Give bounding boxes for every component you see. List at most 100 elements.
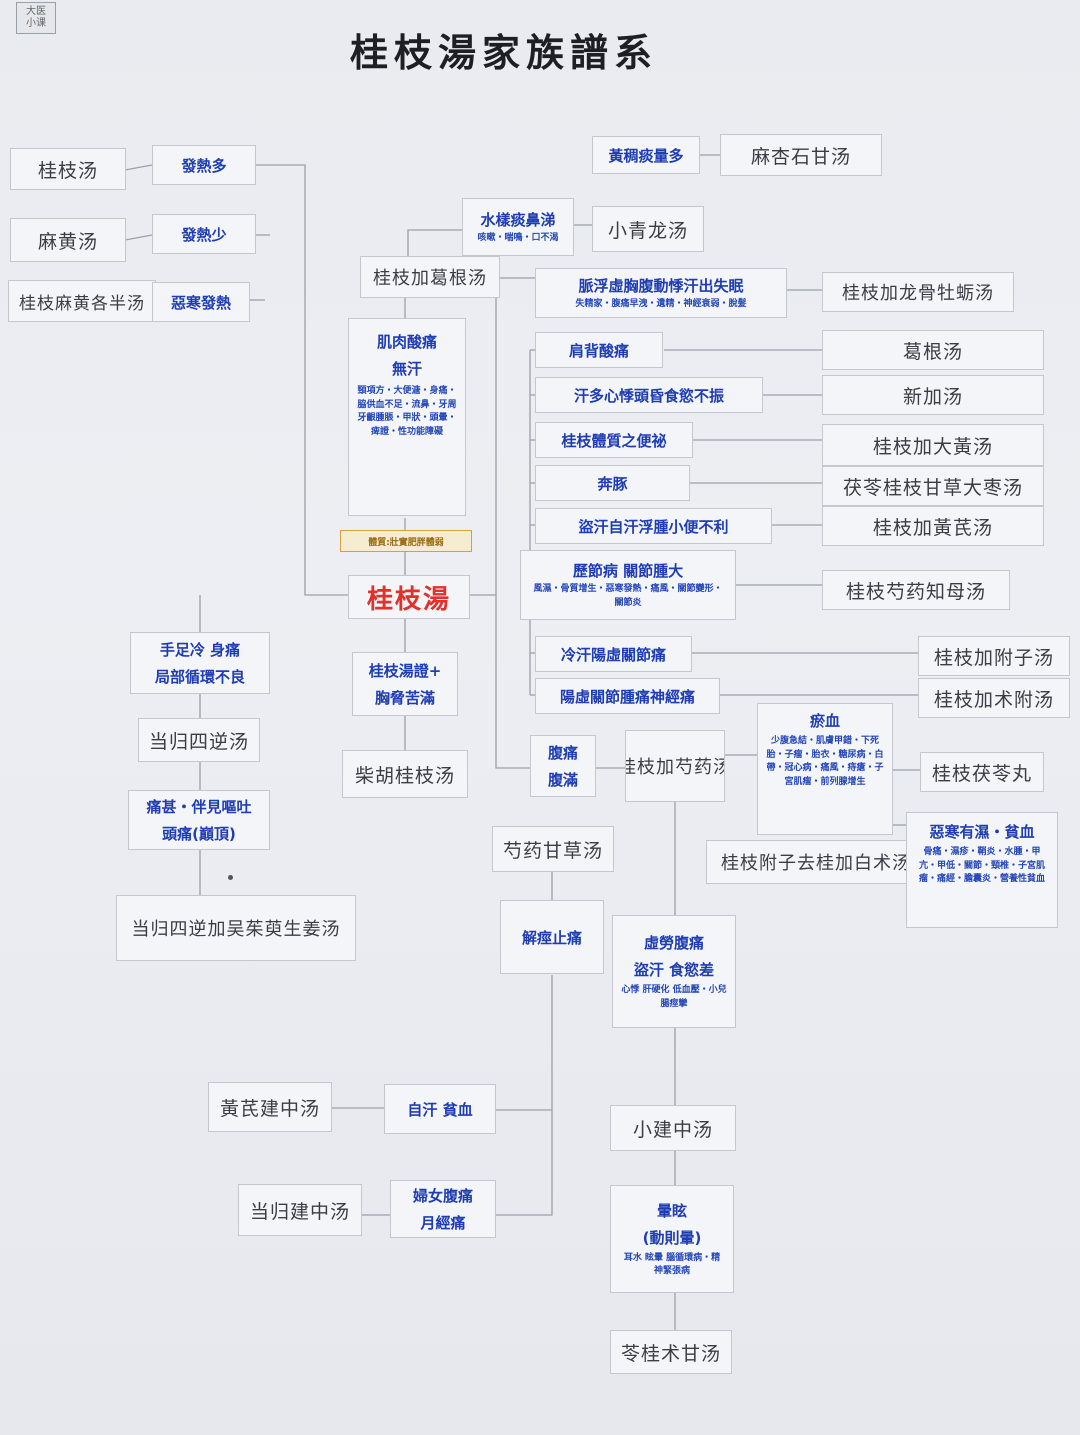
node-fuzi-qu: 桂枝附子去桂加白术汤 (706, 840, 926, 884)
node-label-2: 腹滿 (547, 771, 578, 789)
node-bianmi: 桂枝體質之便祕 (535, 422, 693, 458)
node-bentun: 奔豚 (535, 465, 690, 501)
node-jirou: 肌肉酸痛 無汗 頸項方・大便溏・身痛・脇供血不足・流鼻・牙周牙齦腫脹・甲狀・頭暈… (348, 318, 466, 516)
node-xiao-qinglong: 小青龙汤 (592, 206, 704, 252)
node-gegen-tang-add: 桂枝加葛根汤 (360, 256, 500, 298)
node-label: 桂枝麻黄各半汤 (19, 293, 145, 314)
node-label: 肩背酸痛 (568, 341, 629, 360)
stray-dot (228, 875, 233, 880)
node-label: 脈浮虛胸腹動悸汗出失眠 (578, 276, 744, 295)
node-zihan-pinxue: 自汗 貧血 (384, 1084, 496, 1134)
node-label: 陽虛關節腫痛神經痛 (559, 687, 695, 706)
node-label: 婦女腹痛 (412, 1187, 473, 1205)
node-fuke: 婦女腹痛 月經痛 (390, 1180, 496, 1238)
node-label: 冷汗陽虛關節痛 (560, 645, 666, 664)
node-label: 解痙止痛 (521, 928, 582, 947)
node-label: 惡寒有濕・貧血 (929, 823, 1035, 841)
node-zhengjia: 桂枝湯證+ 胸脅苦滿 (352, 652, 458, 716)
node-label: 桂枝加龙骨牡蛎汤 (842, 283, 994, 304)
node-jianbei: 肩背酸痛 (535, 332, 663, 368)
node-lenghan: 冷汗陽虛關節痛 (535, 636, 692, 672)
node-label: 当归四逆加吴茱萸生姜汤 (131, 919, 341, 940)
node-fuling-wan: 桂枝茯苓丸 (920, 752, 1044, 792)
node-label-2: 局部循環不良 (154, 668, 245, 686)
node-sublabel: 失精家・腹痛早洩・遺精・神經衰弱・脫髮 (575, 298, 747, 309)
node-label-2: 無汗 (391, 360, 422, 378)
node-label: 桂枝加大黃汤 (872, 435, 993, 458)
node-danggui-sini: 当归四逆汤 (138, 718, 260, 762)
node-chaihu: 柴胡桂枝汤 (342, 750, 468, 798)
diagram-title: 桂枝湯家族譜系 (350, 30, 659, 75)
node-label: 盜汗自汗浮腫小便不利 (578, 517, 729, 536)
node-sublabel: 頸項方・大便溏・身痛・脇供血不足・流鼻・牙周牙齦腫脹・甲狀・頭暈・痺證・性功能障… (357, 386, 457, 437)
node-yangxu: 陽虛關節腫痛神經痛 (535, 678, 720, 714)
node-shaoyao-add: 桂枝加芍药汤 (625, 730, 725, 802)
node-linggui-zhugan: 苓桂术甘汤 (610, 1330, 732, 1374)
node-sublabel: 骨痛・濕疹・鞘炎・水腫・甲亢・甲低・關節・頸椎・子宮肌瘤・痛經・膽囊炎・營養性貧… (918, 847, 1045, 884)
node-label: 水樣痰鼻涕 (480, 210, 556, 229)
node-longgu-muli: 桂枝加龙骨牡蛎汤 (822, 272, 1014, 312)
node-label: 麻杏石甘汤 (750, 145, 851, 168)
node-guizhi-tang: 桂枝汤 (10, 148, 126, 190)
node-sublabel: 心悸 肝硬化 低血壓・小兒腸痙攣 (621, 985, 727, 1009)
node-huangqi: 桂枝加黃芪汤 (822, 506, 1044, 546)
node-label: 茯苓桂枝甘草大枣汤 (842, 476, 1023, 499)
node-label: 暈眩 (656, 1201, 687, 1220)
node-fuling-gancao: 茯苓桂枝甘草大枣汤 (822, 466, 1044, 506)
node-ehan-fare: 惡寒發熱 (152, 282, 250, 322)
node-label-2: 胸脅苦滿 (374, 689, 435, 707)
node-xiao-jianzhong: 小建中汤 (610, 1105, 736, 1151)
node-shuiyang-tan: 水樣痰鼻涕 咳嗽・喘鳴・口不渴 (462, 198, 574, 256)
node-label: 腹痛 (547, 744, 578, 762)
node-label: 桂枝加附子汤 (933, 646, 1054, 669)
node-huangchou-tan: 黃稠痰量多 (592, 136, 700, 174)
node-fare-shao: 發熱少 (152, 214, 256, 254)
node-label: 虛勞腹痛 (643, 934, 704, 952)
node-sublabel: 風濕・骨質增生・惡寒發熱・痛風・關節變形・關節炎 (533, 584, 723, 608)
node-label: 桂枝芍药知母汤 (845, 580, 986, 603)
node-fare-duo: 發熱多 (152, 145, 256, 185)
node-sublabel: 少腹急結・肌膚甲錯・下死胎・子瘤・胎衣・糖尿病・白帶・冠心病・痛風・痔瘡・子宮肌… (766, 736, 884, 787)
node-label: 小青龙汤 (607, 219, 688, 242)
node-xulao: 虛勞腹痛 盜汗 食慾差 心悸 肝硬化 低血壓・小兒腸痙攣 (612, 915, 736, 1028)
node-shaoyao-gancao: 芍药甘草汤 (492, 826, 614, 872)
node-futong: 腹痛 腹滿 (530, 735, 596, 797)
node-label-2: (動則暈) (642, 1228, 702, 1247)
node-shouzu: 手足冷 身痛 局部循環不良 (130, 632, 270, 694)
node-label: 桂枝湯證+ (368, 662, 442, 680)
node-label-2: 月經痛 (420, 1214, 466, 1232)
node-label: 桂枝加术附汤 (933, 688, 1054, 711)
node-label: 黃稠痰量多 (608, 146, 684, 165)
node-label: 麻黄汤 (37, 230, 98, 253)
node-label: 桂枝汤 (37, 159, 98, 182)
badge-line-2: 小课 (26, 18, 46, 29)
node-sublabel: 耳水 眩暈 腦循環病・精神緊張病 (623, 1252, 721, 1277)
node-xinjia: 新加汤 (822, 375, 1044, 415)
badge-line-1: 大医 (26, 6, 46, 17)
node-mahuang-tang: 麻黄汤 (10, 218, 126, 262)
node-label: 桂枝加芍药汤 (626, 757, 724, 778)
node-label-2: 盜汗 食慾差 (633, 961, 715, 979)
node-label: 肌肉酸痛 (376, 333, 437, 351)
node-label: 芍药甘草汤 (502, 839, 603, 862)
node-label: 葛根汤 (902, 340, 963, 363)
node-danggui-jianzhong: 当归建中汤 (238, 1184, 362, 1236)
node-label: 小建中汤 (632, 1118, 713, 1141)
node-label: 桂枝茯苓丸 (931, 762, 1032, 785)
node-xuanyun: 暈眩 (動則暈) 耳水 眩暈 腦循環病・精神緊張病 (610, 1185, 734, 1293)
node-sublabel: 咳嗽・喘鳴・口不渴 (477, 232, 559, 243)
node-label: 惡寒發熱 (170, 293, 231, 312)
constitution-tag: 體質:壯實肥胖體弱 (340, 530, 472, 552)
node-fuzi: 桂枝加附子汤 (918, 636, 1070, 676)
node-label: 桂枝加葛根汤 (373, 268, 487, 289)
node-daohan: 盜汗自汗浮腫小便不利 (535, 508, 772, 544)
node-gegen: 葛根汤 (822, 330, 1044, 370)
node-label: 手足冷 身痛 (159, 641, 241, 659)
node-label: 奔豚 (597, 474, 628, 493)
node-yuxue: 瘀血 少腹急結・肌膚甲錯・下死胎・子瘤・胎衣・糖尿病・白帶・冠心病・痛風・痔瘡・… (757, 703, 893, 835)
node-dahuang: 桂枝加大黃汤 (822, 424, 1044, 466)
node-label: 苓桂术甘汤 (620, 1342, 721, 1365)
node-lijie: 歷節病 關節腫大 風濕・骨質增生・惡寒發熱・痛風・關節變形・關節炎 (520, 550, 736, 620)
node-ehan-youshi: 惡寒有濕・貧血 骨痛・濕疹・鞘炎・水腫・甲亢・甲低・關節・頸椎・子宮肌瘤・痛經・… (906, 812, 1058, 928)
